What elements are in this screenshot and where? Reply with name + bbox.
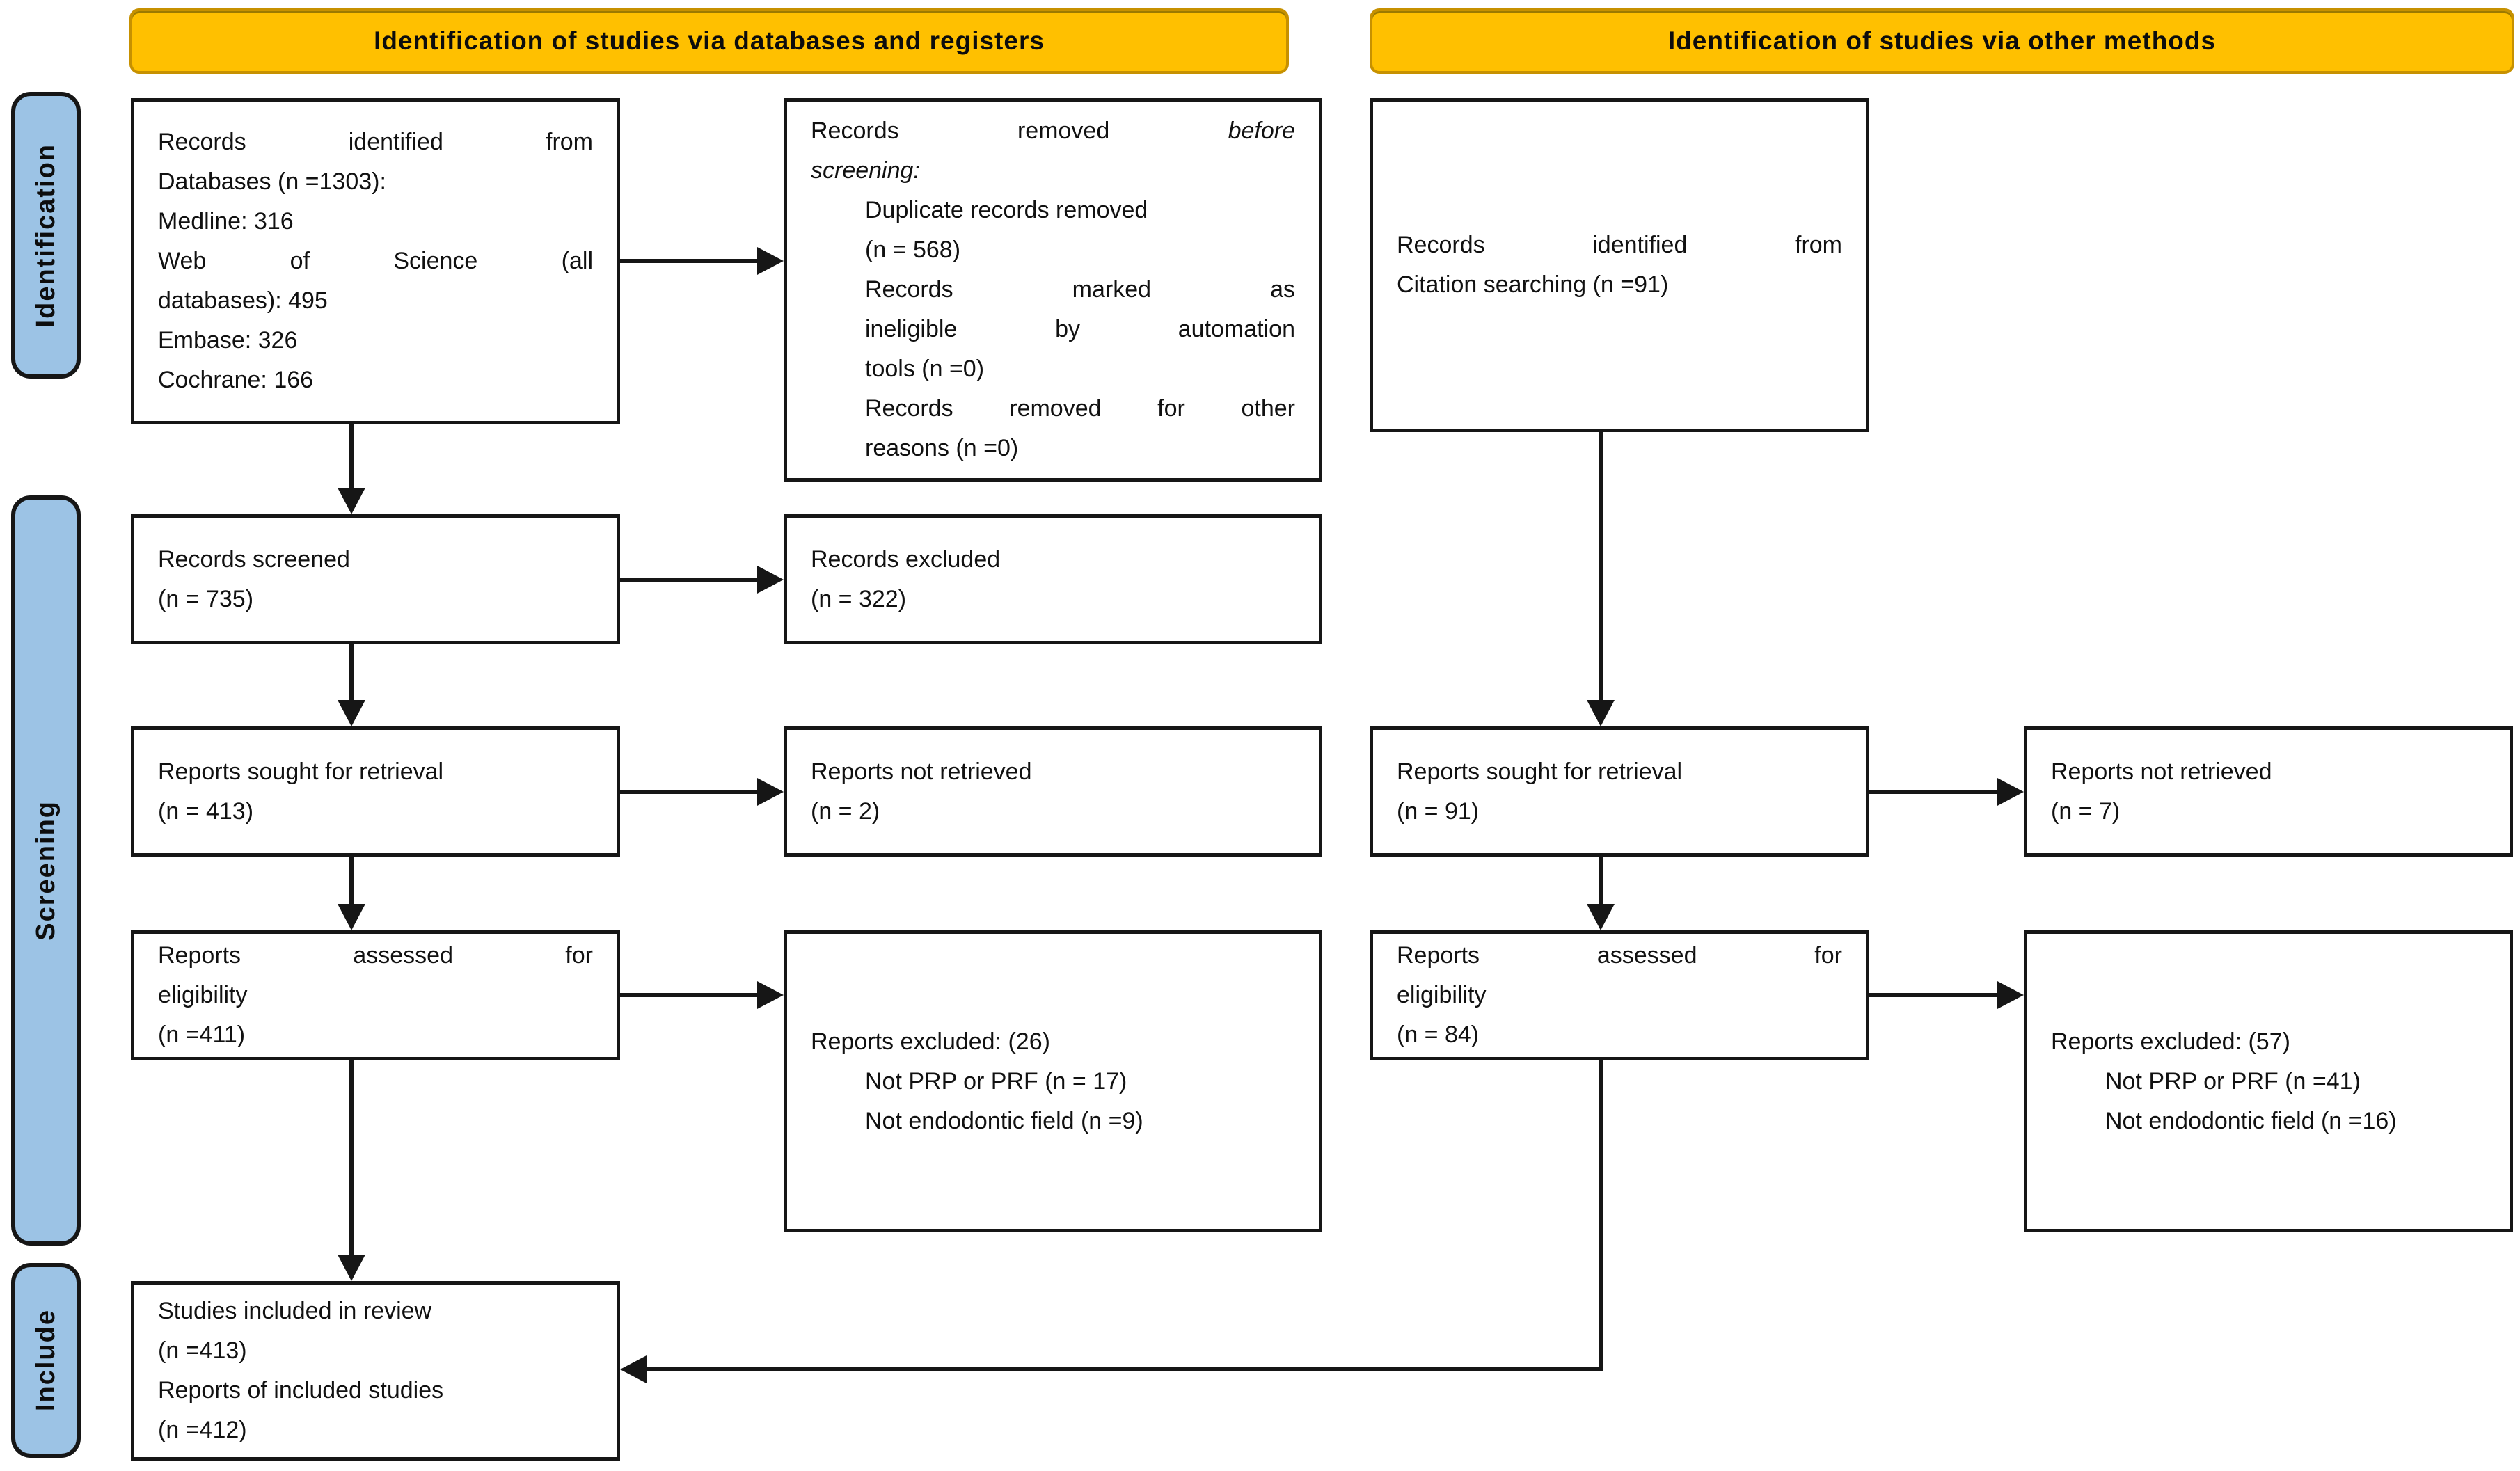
box-text-line: Reports not retrieved xyxy=(811,758,1032,785)
box-text-line: eligibility xyxy=(1397,982,1487,1008)
box-records-screened: Records screened (n = 735) xyxy=(131,514,620,644)
box-text-line: (n = 91) xyxy=(1397,797,1480,825)
arrow-sought-to-notretrieved-right xyxy=(1869,778,2024,806)
box-reports-excluded-other: Reports excluded: (57) Not PRP or PRF (n … xyxy=(2024,930,2513,1232)
box-reports-sought-databases: Reports sought for retrieval (n = 413) xyxy=(131,726,620,857)
arrow-screened-to-excluded xyxy=(620,566,784,594)
banner-databases-registers: Identification of studies via databases … xyxy=(129,8,1289,74)
stage-label-screening-text: Screening xyxy=(31,800,61,941)
box-text-line: Not PRP or PRF (n = 17) xyxy=(865,1067,1127,1095)
box-text-line: Reports excluded: (26) xyxy=(811,1028,1050,1055)
box-text-line: screening: xyxy=(811,157,920,184)
box-text-line: Not PRP or PRF (n =41) xyxy=(2105,1067,2361,1095)
box-text-line: eligibility xyxy=(158,982,248,1008)
box-text-line: Duplicate records removed xyxy=(865,197,1148,223)
box-text-line: Records screened xyxy=(158,546,350,573)
box-reports-sought-other: Reports sought for retrieval (n = 91) xyxy=(1370,726,1869,857)
stage-label-include: Include xyxy=(11,1263,81,1458)
box-text-line: Databases (n =1303): xyxy=(158,168,386,195)
box-text-line: Studies included in review xyxy=(158,1298,432,1324)
box-text-line: (n = 413) xyxy=(158,797,254,825)
box-text-line: databases): 495 xyxy=(158,287,328,314)
arrow-sought-to-assessed-right xyxy=(1587,857,1615,930)
arrow-identified-to-screened xyxy=(338,424,365,514)
box-text-line: Reports of included studies xyxy=(158,1377,444,1404)
arrow-assessed-to-excluded-left xyxy=(620,981,784,1009)
box-text-line: Reports sought for retrieval xyxy=(1397,758,1683,785)
box-text-line: Citation searching (n =91) xyxy=(1397,271,1669,298)
box-text-line: reasons (n =0) xyxy=(865,435,1019,461)
box-text-line: Medline: 316 xyxy=(158,208,294,234)
box-reports-not-retrieved-databases: Reports not retrieved (n = 2) xyxy=(784,726,1322,857)
box-text-line: Cochrane: 166 xyxy=(158,367,314,393)
box-reports-not-retrieved-other: Reports not retrieved (n = 7) xyxy=(2024,726,2513,857)
box-text-line: Not endodontic field (n =16) xyxy=(2105,1107,2397,1134)
box-text-line: (n = 322) xyxy=(811,585,907,612)
arrow-citation-to-sought xyxy=(1587,432,1615,726)
stage-label-identification-text: Identification xyxy=(31,143,61,328)
arrow-sought-to-assessed-left xyxy=(338,857,365,930)
stage-label-screening: Screening xyxy=(11,495,81,1246)
box-text-line: Not endodontic field (n =9) xyxy=(865,1107,1143,1134)
box-text-line: tools (n =0) xyxy=(865,356,985,382)
stage-label-identification: Identification xyxy=(11,92,81,379)
arrow-assessed-to-included xyxy=(338,1060,365,1281)
box-text-line: (n =411) xyxy=(158,1021,246,1048)
box-text-line: (n =413) xyxy=(158,1337,247,1364)
banner-other-methods: Identification of studies via other meth… xyxy=(1370,8,2514,74)
box-text-line: (n = 84) xyxy=(1397,1021,1480,1048)
arrow-identified-to-removed xyxy=(620,247,784,275)
box-text-line: (n = 2) xyxy=(811,797,880,825)
box-records-excluded: Records excluded (n = 322) xyxy=(784,514,1322,644)
box-text-line: (n =412) xyxy=(158,1417,247,1443)
box-text-line: Reports sought for retrieval xyxy=(158,758,444,785)
box-text-line: (n = 735) xyxy=(158,585,254,612)
arrow-assessed-to-excluded-right xyxy=(1869,981,2024,1009)
box-studies-included: Studies included in review (n =413) Report… xyxy=(131,1281,620,1461)
banner-left-label: Identification of studies via databases … xyxy=(374,26,1045,55)
stage-label-include-text: Include xyxy=(31,1309,61,1412)
box-text-line: Reports excluded: (57) xyxy=(2051,1028,2290,1055)
box-reports-excluded-databases: Reports excluded: (26) Not PRP or PRF (n … xyxy=(784,930,1322,1232)
box-text-line: Reports not retrieved xyxy=(2051,758,2272,785)
box-text-line: (n = 568) xyxy=(865,237,961,263)
arrow-sought-to-notretrieved-left xyxy=(620,778,784,806)
box-text-line: (n = 7) xyxy=(2051,797,2121,825)
box-text-line: Embase: 326 xyxy=(158,327,298,353)
box-text-line: Records excluded xyxy=(811,546,1001,573)
arrow-screened-to-sought xyxy=(338,644,365,726)
banner-right-label: Identification of studies via other meth… xyxy=(1667,26,2217,55)
